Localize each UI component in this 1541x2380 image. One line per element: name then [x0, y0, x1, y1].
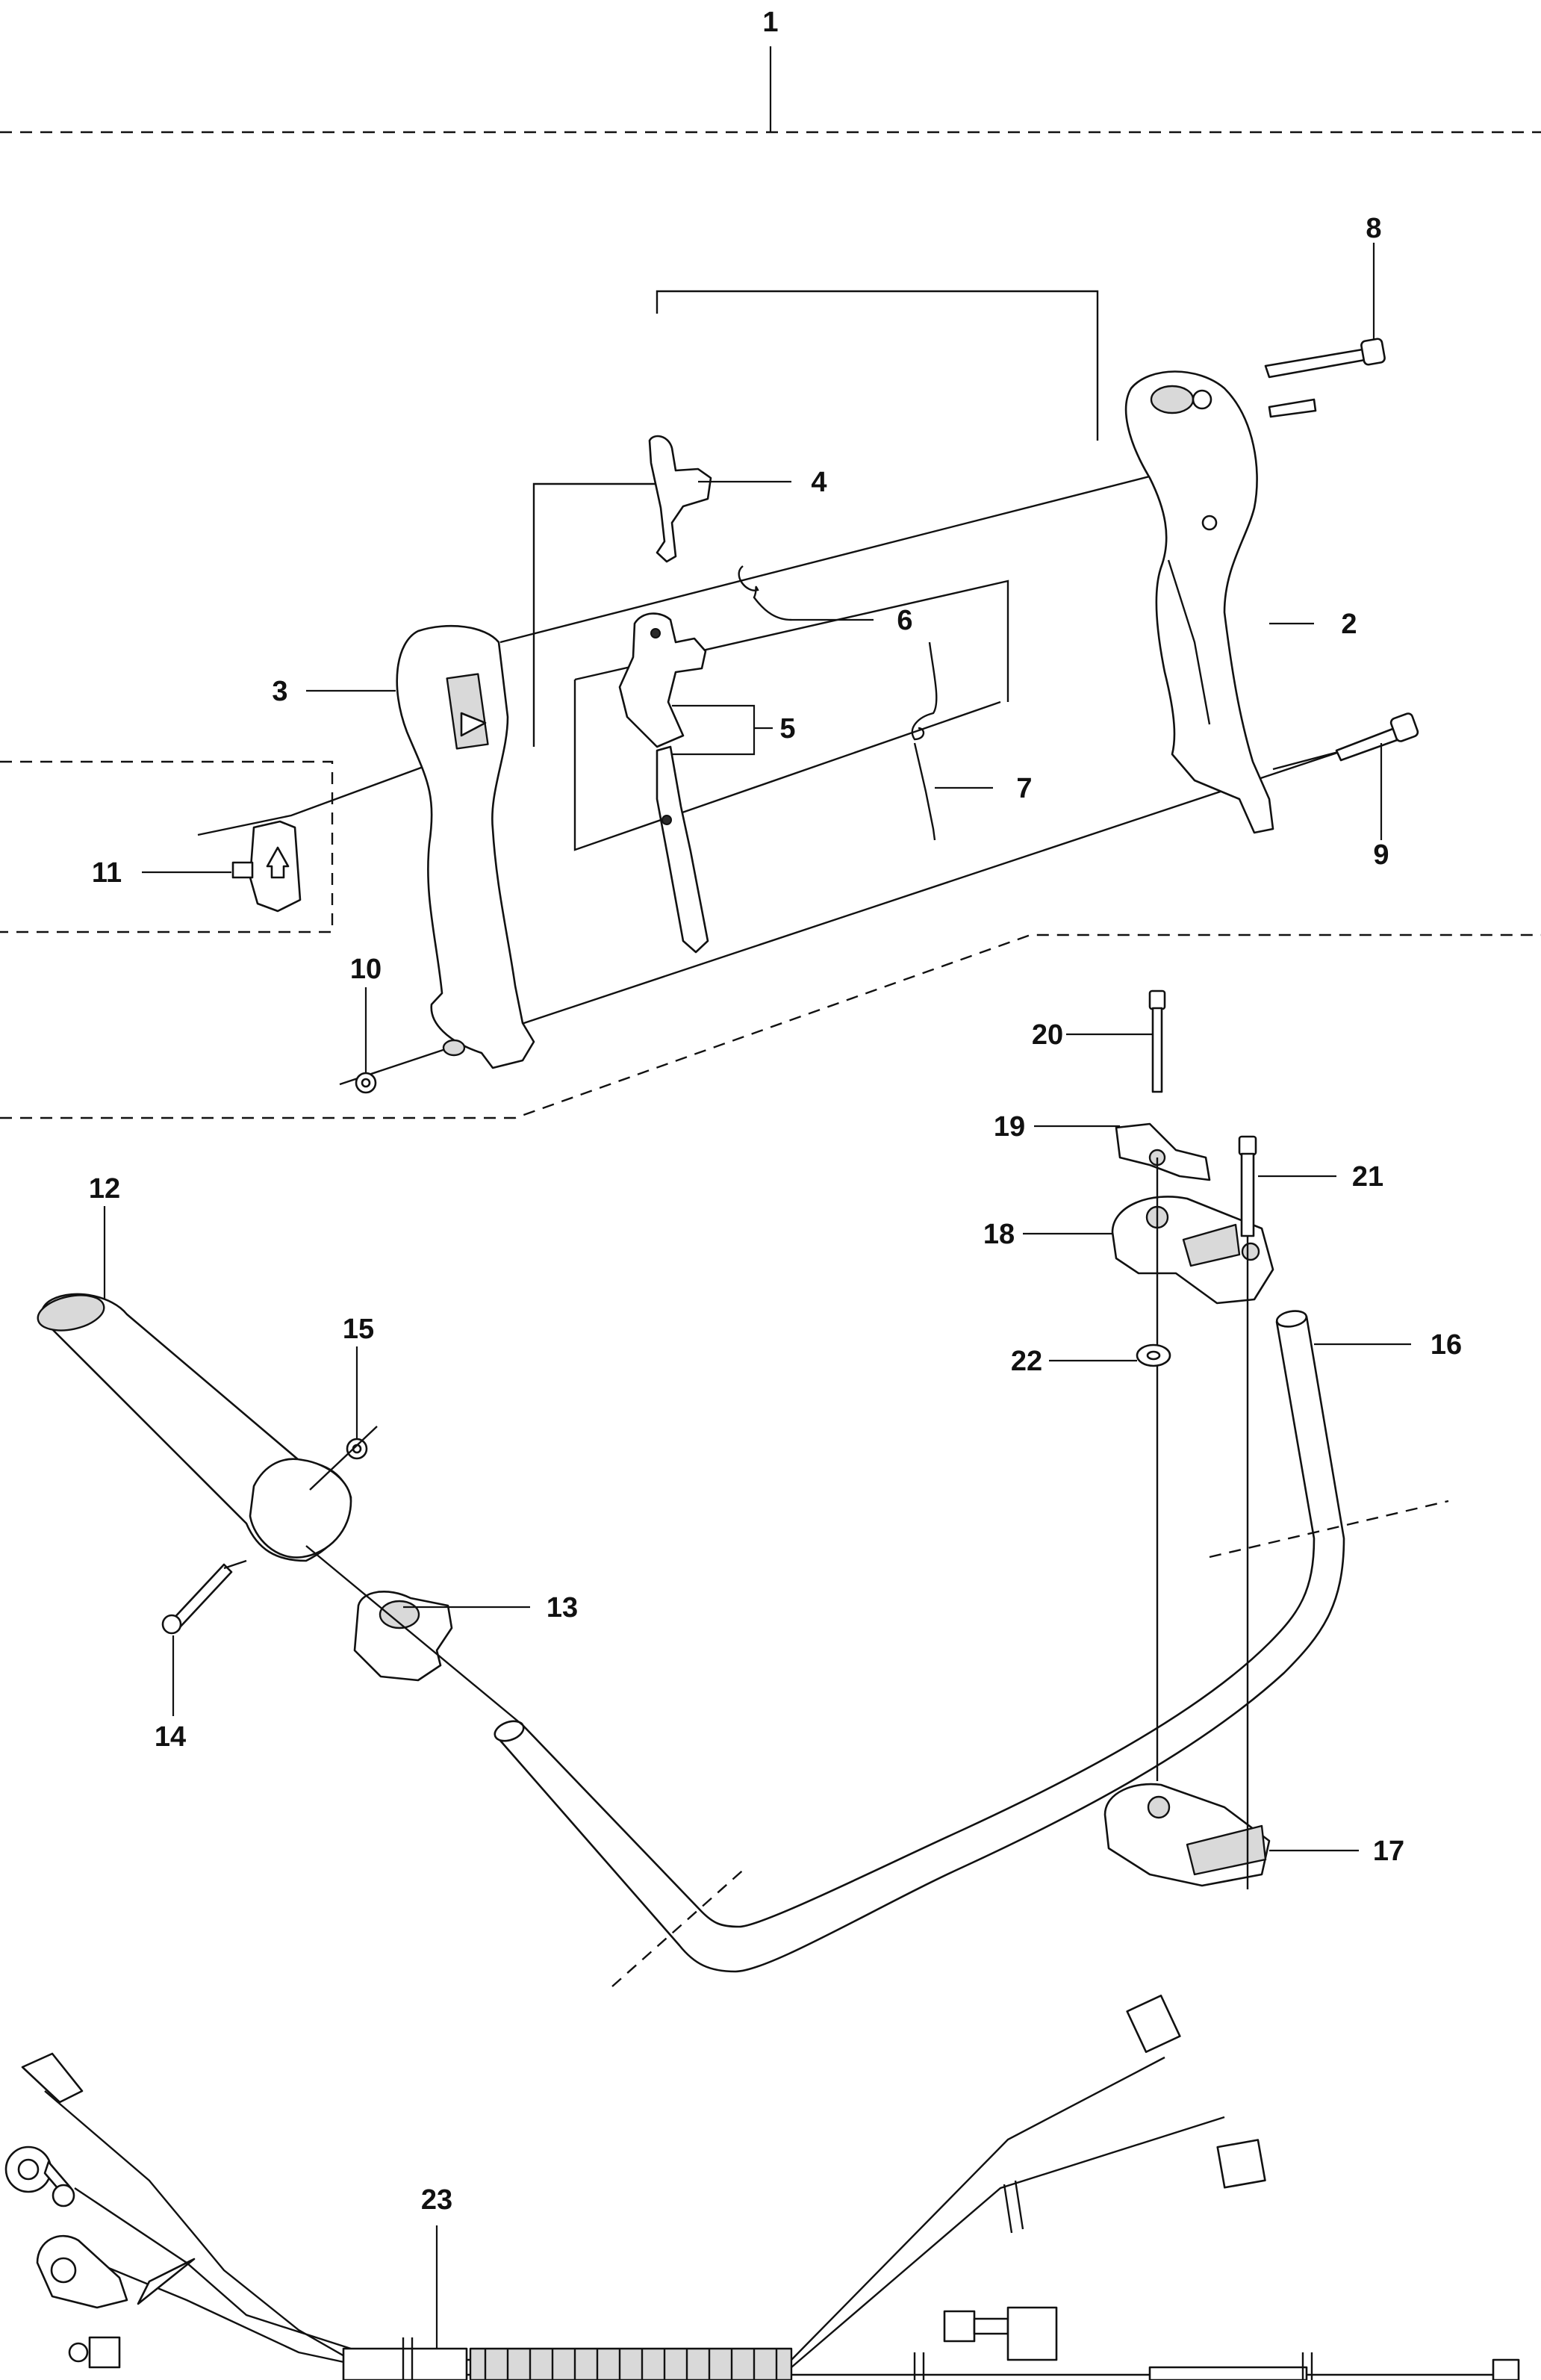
callout-19: 19	[994, 1111, 1025, 1143]
trigger-springs	[738, 565, 938, 841]
callout-10: 10	[350, 954, 382, 985]
group-separators	[0, 46, 1541, 1119]
handle-half-left	[396, 624, 535, 1069]
screw-21	[1238, 1135, 1257, 1889]
loop-handle-tube	[494, 1310, 1449, 1987]
callout-18: 18	[983, 1219, 1015, 1250]
callout-16: 16	[1431, 1329, 1462, 1361]
screw-8	[1264, 338, 1386, 418]
nut-15	[346, 1438, 368, 1460]
callout-8: 8	[1366, 213, 1381, 244]
handle-half-right	[1124, 370, 1274, 834]
screw-14	[161, 1563, 233, 1635]
lower-clamp	[1103, 1783, 1271, 1887]
callout-14: 14	[155, 1721, 186, 1753]
upper-clamp	[1111, 1196, 1274, 1305]
callout-7: 7	[1016, 773, 1032, 804]
nut-10	[355, 1072, 377, 1094]
leader-lines	[103, 243, 1411, 2349]
wing-knob	[1115, 1122, 1211, 1181]
callout-4: 4	[811, 467, 826, 498]
callout-17: 17	[1373, 1836, 1404, 1867]
callout-12: 12	[89, 1173, 120, 1205]
callout-22: 22	[1011, 1346, 1042, 1377]
callout-21: 21	[1352, 1161, 1383, 1193]
bolt-20	[1148, 989, 1166, 1781]
callout-23: 23	[421, 2184, 452, 2216]
callout-1: 1	[762, 7, 778, 38]
callout-9: 9	[1373, 839, 1389, 871]
callout-11: 11	[92, 857, 122, 889]
screw-9	[1335, 712, 1419, 762]
handle-assembly	[197, 290, 1419, 1094]
loop-handle-grip	[37, 1293, 352, 1562]
lockout-lever	[648, 435, 712, 563]
callout-13: 13	[547, 1592, 578, 1624]
throttle-trigger	[618, 612, 709, 954]
washer-22	[1136, 1343, 1171, 1367]
callout-15: 15	[343, 1314, 374, 1345]
stop-switch	[231, 820, 302, 913]
cable-harness	[4, 1994, 1520, 2380]
handle-clamp	[353, 1590, 453, 1682]
callout-2: 2	[1341, 609, 1357, 640]
callouts: 1 2 3 4 5 6 7 8 9 10 11 12 13 14 15 16 1…	[89, 7, 1462, 2216]
callout-20: 20	[1032, 1019, 1063, 1051]
loop-handle-assembly	[37, 989, 1449, 1987]
callout-3: 3	[272, 676, 287, 707]
corrugated-sleeve	[484, 2349, 778, 2380]
callout-5: 5	[779, 713, 795, 745]
callout-6: 6	[897, 605, 912, 636]
